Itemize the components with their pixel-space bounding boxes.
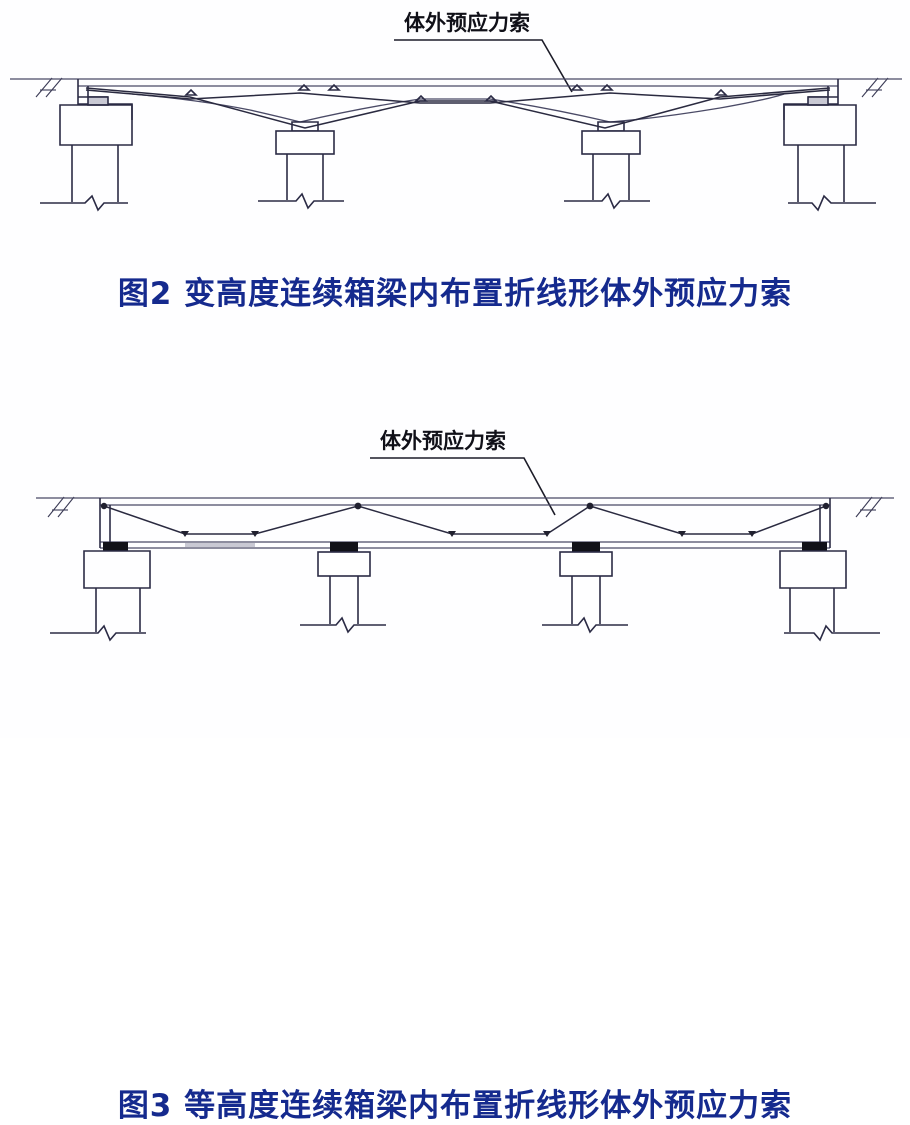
left-abutment bbox=[50, 542, 151, 642]
figure-2-drawing: 体外预应力索 bbox=[10, 11, 902, 212]
ground-line-left bbox=[36, 496, 100, 518]
left-abutment bbox=[40, 79, 133, 212]
figure-3-caption: 图3 等高度连续箱梁内布置折线形体外预应力索 bbox=[117, 1088, 793, 1124]
figure-2-caption: 图2 变高度连续箱梁内布置折线形体外预应力索 bbox=[117, 276, 793, 312]
external-tendon-label: 体外预应力索 bbox=[404, 11, 530, 35]
bearing-pad bbox=[103, 542, 128, 551]
bearing-pad bbox=[572, 542, 600, 552]
ground-line-right bbox=[830, 496, 894, 518]
figure-2: 体外预应力索 bbox=[0, 0, 910, 330]
pier-1 bbox=[300, 542, 386, 634]
label-leader-line bbox=[370, 457, 556, 516]
deviator-saddles bbox=[100, 502, 830, 537]
external-prestressing-tendon bbox=[103, 505, 827, 535]
figure-3: 体外预应力索 bbox=[0, 410, 910, 1124]
right-abutment bbox=[783, 79, 876, 212]
external-tendon-label: 体外预应力索 bbox=[380, 429, 506, 453]
deviator-saddles bbox=[184, 83, 728, 102]
deck-slab bbox=[10, 78, 902, 87]
pier-1 bbox=[258, 121, 344, 210]
pier-2 bbox=[542, 542, 628, 634]
figure-3-drawing: 体外预应力索 bbox=[36, 429, 894, 642]
ground-line-left bbox=[10, 77, 96, 98]
box-girder bbox=[36, 497, 894, 549]
right-abutment bbox=[779, 542, 880, 642]
label-leader-line bbox=[394, 39, 573, 93]
bearing-pad bbox=[330, 542, 358, 552]
pier-2 bbox=[564, 121, 650, 210]
slab-shading bbox=[185, 543, 255, 547]
bearing-pad bbox=[802, 542, 827, 551]
ground-line-right bbox=[856, 77, 902, 98]
external-prestressing-tendon bbox=[85, 87, 831, 129]
